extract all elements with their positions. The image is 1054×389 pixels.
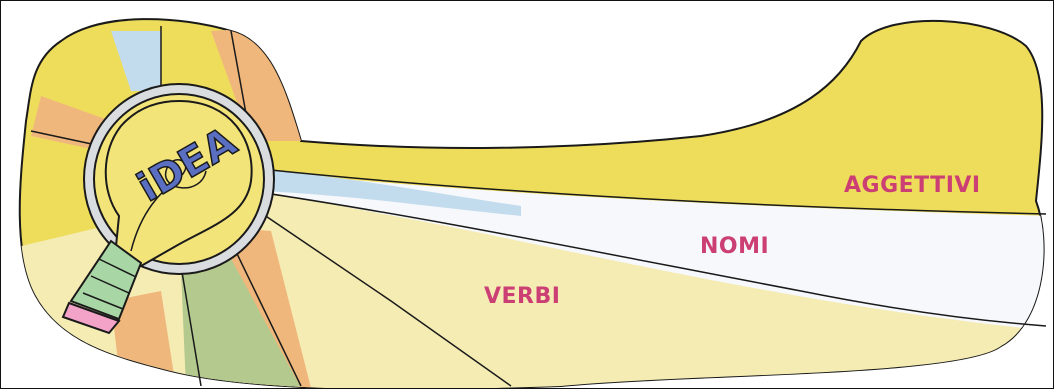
label-nomi: NOMI xyxy=(700,234,769,259)
label-verbi: VERBI xyxy=(484,284,560,309)
label-aggettivi: AGGETTIVI xyxy=(844,173,981,198)
